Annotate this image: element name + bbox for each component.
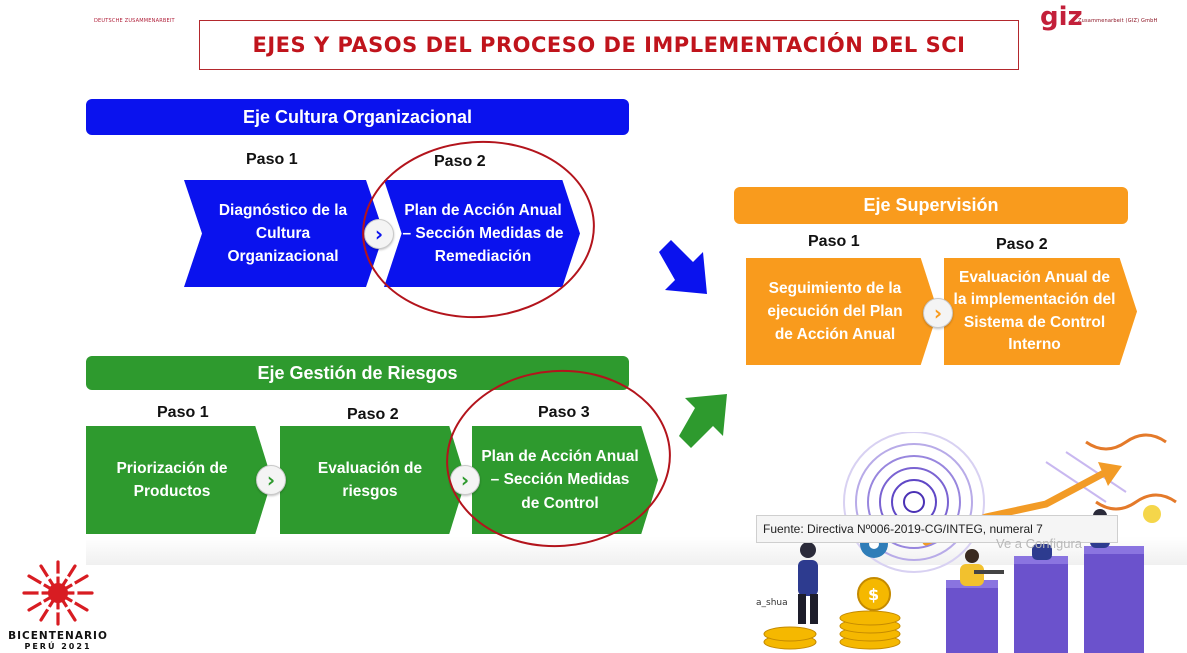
step-line: – Sección Medidas — [490, 471, 630, 489]
chevron-right-icon: › — [364, 219, 394, 249]
paso-label-riesgos-3: Paso 3 — [538, 404, 590, 421]
step-line: de Control — [521, 494, 599, 512]
chevron-right-icon: › — [923, 298, 953, 328]
page-title: EJES Y PASOS DEL PROCESO DE IMPLEMENTACI… — [199, 20, 1019, 70]
step-line: Diagnóstico de la — [218, 201, 348, 219]
paso-label-supervision-1: Paso 1 — [808, 233, 860, 250]
axis-header-cultura: Eje Cultura Organizacional — [86, 99, 629, 135]
giz-logo: giz — [1040, 2, 1083, 32]
step-line: la implementación del — [953, 291, 1116, 309]
step-supervision-evaluacion-anual: Evaluación Anual de la implementación de… — [944, 258, 1137, 365]
step-line: Plan de Acción Anual — [404, 201, 562, 219]
axis-header-riesgos: Eje Gestión de Riesgos — [86, 356, 629, 390]
peru-2021-label: PERÚ 2021 — [24, 642, 92, 651]
step-line: Plan de Acción Anual — [481, 448, 639, 466]
arrow-up-right-icon — [679, 394, 727, 448]
step-line: Priorización de — [116, 459, 228, 477]
arrow-down-right-icon — [659, 240, 707, 294]
axis-header-supervision: Eje Supervisión — [734, 187, 1128, 224]
step-line: Productos — [133, 483, 211, 500]
paso-label-riesgos-2: Paso 2 — [347, 406, 399, 423]
svg-text:$: $ — [868, 585, 879, 604]
step-line: Sistema de Control — [963, 313, 1106, 331]
step-line: Cultura — [255, 224, 311, 242]
paso-label-cultura-2: Paso 2 — [434, 153, 486, 170]
step-line: riesgos — [342, 483, 398, 500]
step-line: Evaluación Anual de — [958, 268, 1111, 286]
step-line: Remediación — [434, 248, 532, 266]
step-line: – Sección Medidas de — [402, 224, 564, 242]
step-riesgos-plan-control: Plan de Acción Anual – Sección Medidas d… — [472, 426, 658, 534]
step-supervision-seguimiento: Seguimiento de la ejecución del Plan de … — [746, 258, 938, 365]
illustration-caption: a_shua — [756, 598, 788, 608]
chevron-right-icon: › — [256, 465, 286, 495]
paso-label-cultura-1: Paso 1 — [246, 151, 298, 168]
paso-label-supervision-2: Paso 2 — [996, 236, 1048, 253]
step-line: Evaluación de — [317, 459, 423, 477]
step-line: Organizacional — [227, 248, 339, 266]
paso-label-riesgos-1: Paso 1 — [157, 404, 209, 421]
source-caption: Fuente: Directiva Nº006-2019-CG/INTEG, n… — [756, 515, 1118, 543]
brand-left-text: DEUTSCHE ZUSAMMENARBEIT — [94, 18, 175, 24]
step-line: Interno — [1008, 335, 1061, 353]
step-line: de Acción Anual — [774, 326, 896, 344]
step-riesgos-priorizacion: Priorización de Productos — [86, 426, 272, 534]
step-riesgos-evaluacion: Evaluación de riesgos — [280, 426, 466, 534]
step-cultura-diagnostico: Diagnóstico de la Cultura Organizacional — [184, 180, 384, 287]
brand-right-text: Zusammenarbeit (GIZ) GmbH — [1078, 18, 1158, 24]
activation-watermark: Ve a Configura — [996, 536, 1083, 551]
chevron-right-icon: › — [450, 465, 480, 495]
step-cultura-plan-remediacion: Plan de Acción Anual – Sección Medidas d… — [384, 180, 580, 287]
step-line: Seguimiento de la — [768, 279, 902, 297]
bicentenario-emblem-icon — [22, 560, 94, 626]
step-line: ejecución del Plan — [767, 302, 903, 320]
bicentenario-label: BICENTENARIO — [8, 630, 108, 642]
bicentenario-logo: BICENTENARIO PERÚ 2021 — [8, 558, 108, 653]
